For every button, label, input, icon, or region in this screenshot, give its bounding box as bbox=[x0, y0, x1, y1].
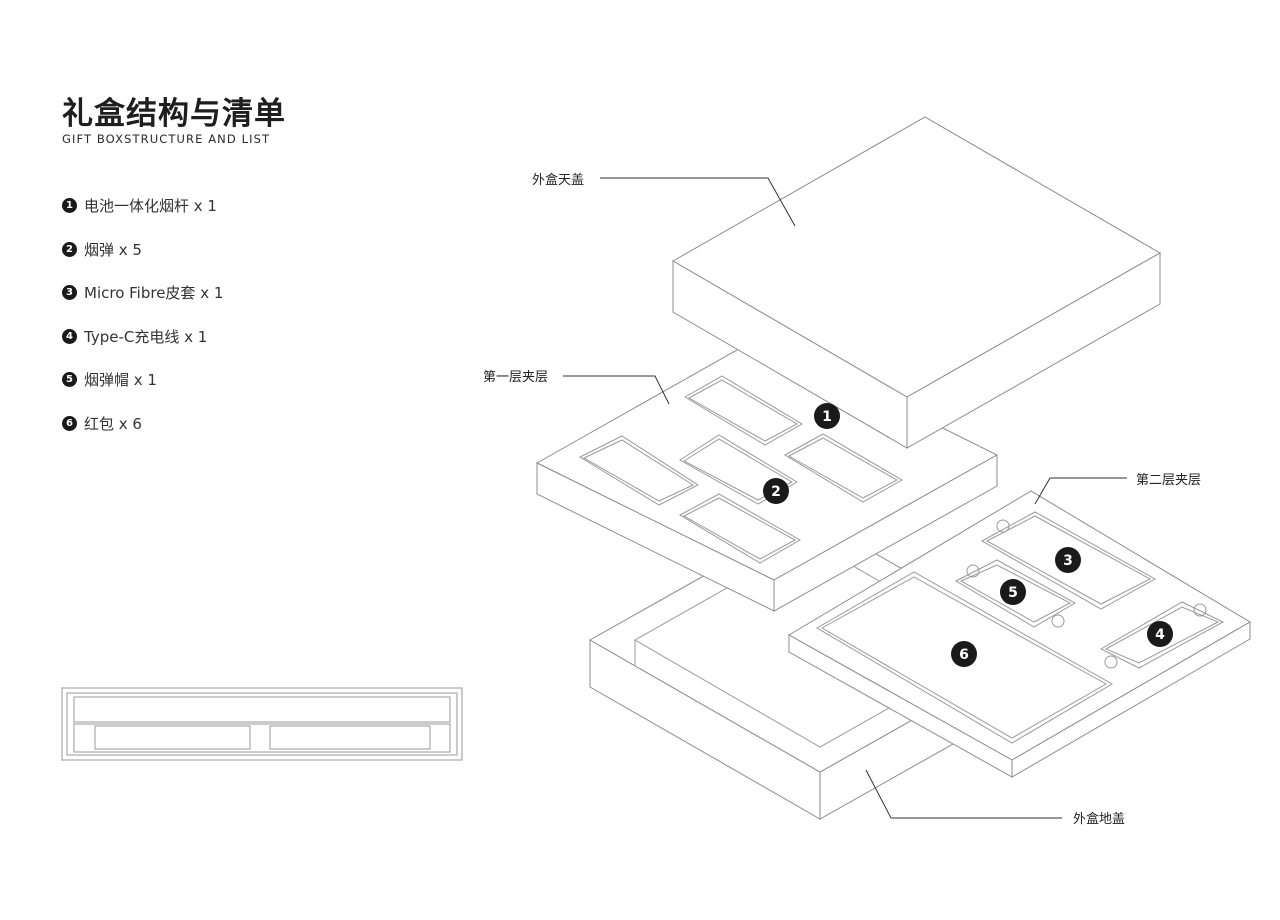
side-section-view bbox=[61, 687, 463, 761]
diagram-badge: 3 bbox=[1055, 547, 1081, 573]
callout-label: 第一层夹层 bbox=[483, 370, 548, 385]
badge-circle bbox=[951, 641, 977, 667]
callout-label: 外盒地盖 bbox=[1073, 811, 1125, 827]
badge-circle bbox=[1000, 579, 1026, 605]
number-badge: 5 bbox=[62, 372, 77, 388]
list-item-text: Micro Fibre皮套 x 1 bbox=[84, 284, 224, 303]
badge-number: 3 bbox=[1063, 553, 1073, 569]
badge-circle bbox=[814, 403, 840, 429]
badge-number: 5 bbox=[1008, 585, 1018, 601]
number-badge: 4 bbox=[62, 328, 77, 344]
list-item: 6 红包 x 6 bbox=[62, 413, 223, 457]
page-title: 礼盒结构与清单 bbox=[62, 96, 286, 132]
number-badge: 1 bbox=[62, 198, 77, 213]
badge-circle bbox=[1147, 621, 1173, 647]
callout-label: 外盒天盖 bbox=[532, 172, 584, 188]
list-item: 1 电池一体化烟杆 x 1 bbox=[62, 195, 223, 239]
callout-layer-one: 第一层夹层 bbox=[483, 370, 670, 405]
list-item: 5 烟弹帽 x 1 bbox=[62, 369, 223, 413]
badge-number: 1 bbox=[822, 409, 832, 425]
diagram-badge: 1 bbox=[814, 403, 840, 429]
list-item: 2 烟弹 x 5 bbox=[62, 239, 223, 283]
list-item-text: 烟弹 x 5 bbox=[84, 240, 142, 259]
diagram-badge: 5 bbox=[1000, 579, 1026, 605]
number-badge: 6 bbox=[62, 415, 77, 431]
badge-number: 4 bbox=[1155, 627, 1165, 643]
callout-outer-lid: 外盒天盖 bbox=[532, 172, 796, 227]
layer-two-tray bbox=[788, 490, 1251, 778]
list-item: 3 Micro Fibre皮套 x 1 bbox=[62, 282, 223, 326]
list-item-text: Type-C充电线 x 1 bbox=[84, 327, 208, 346]
list-item-text: 红包 x 6 bbox=[84, 414, 142, 433]
diagram-badge: 4 bbox=[1147, 621, 1173, 647]
diagram-badge: 6 bbox=[951, 641, 977, 667]
badge-number: 2 bbox=[771, 484, 781, 500]
list-item: 4 Type-C充电线 x 1 bbox=[62, 326, 223, 370]
number-badge: 3 bbox=[62, 285, 77, 301]
badge-number: 6 bbox=[959, 647, 969, 663]
list-item-text: 烟弹帽 x 1 bbox=[84, 371, 157, 390]
list-item-text: 电池一体化烟杆 x 1 bbox=[84, 197, 217, 215]
outer-box-lid bbox=[671, 116, 1162, 449]
callout-layer-two: 第二层夹层 bbox=[1034, 473, 1201, 505]
diagram-badge: 2 bbox=[763, 478, 789, 504]
number-badge: 2 bbox=[62, 241, 77, 257]
badge-circle bbox=[1055, 547, 1081, 573]
callout-outer-base: 外盒地盖 bbox=[865, 769, 1125, 827]
callout-label: 第二层夹层 bbox=[1136, 473, 1201, 488]
page-subtitle: GIFT BOXSTRUCTURE AND LIST bbox=[62, 132, 271, 146]
badge-circle bbox=[763, 478, 789, 504]
